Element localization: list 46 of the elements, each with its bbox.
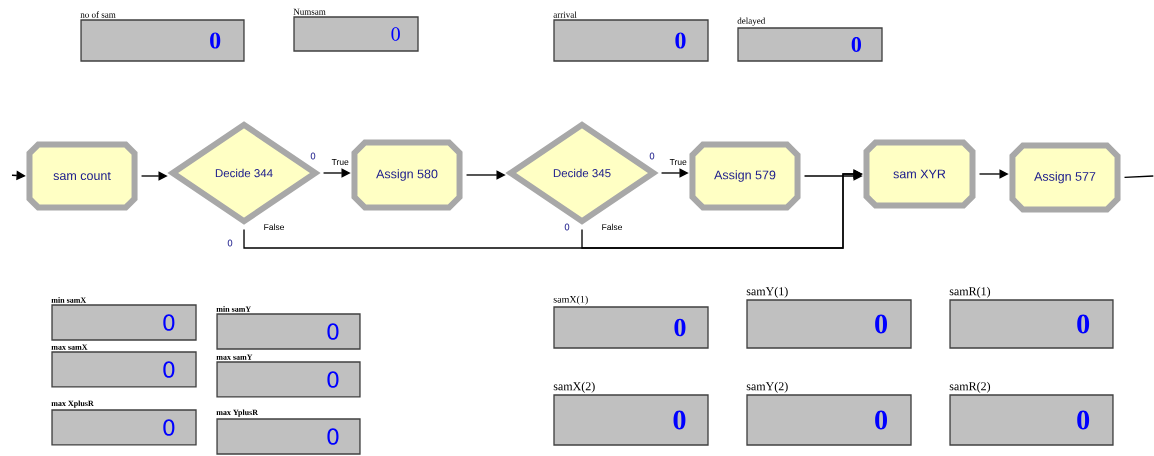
- edge-label: True: [669, 159, 687, 165]
- display-label: samX(2): [553, 381, 595, 393]
- display-label: arrival: [553, 11, 577, 18]
- display-label: min samY: [216, 306, 251, 312]
- display-label: max samY: [216, 354, 253, 360]
- value-display: 0: [216, 313, 361, 350]
- display-label: no of sam: [80, 11, 116, 18]
- value-display: 0: [293, 16, 419, 52]
- edge-label: False: [602, 223, 622, 231]
- value-display: 0: [949, 299, 1114, 349]
- value-display: 0: [51, 304, 197, 341]
- display-label: Numsam: [293, 8, 326, 15]
- display-label: max XplusR: [51, 400, 94, 408]
- display-label: samX(1): [553, 295, 588, 305]
- process-module: Assign 580: [351, 139, 463, 211]
- value-display: 0: [51, 351, 197, 388]
- display-label: max samX: [51, 344, 88, 350]
- value-display: 0: [949, 394, 1114, 446]
- value-display: 0: [51, 409, 197, 446]
- edge-label: False: [264, 223, 285, 231]
- display-label: min samX: [51, 297, 87, 303]
- value-display: 0: [80, 19, 245, 62]
- value-display: 0: [216, 361, 361, 398]
- process-module: Assign 579: [689, 141, 801, 211]
- counter-value: 0: [564, 223, 570, 231]
- counter-value: 0: [227, 239, 233, 247]
- value-display: 0: [553, 19, 709, 62]
- counter-value: 0: [310, 152, 316, 160]
- value-display: 0: [746, 299, 912, 349]
- value-display: 0: [553, 306, 709, 349]
- value-display: 0: [216, 418, 361, 455]
- process-module: sam XYR: [863, 139, 976, 209]
- value-display: 0: [553, 394, 709, 446]
- counter-value: 0: [649, 152, 655, 160]
- display-label: samR(2): [949, 381, 991, 393]
- display-label: delayed: [737, 17, 766, 26]
- display-label: samR(1): [949, 286, 991, 298]
- process-module: Assign 577: [1009, 142, 1121, 213]
- display-label: samY(1): [746, 286, 788, 298]
- connector: [1123, 175, 1154, 178]
- value-display: 0: [737, 27, 883, 62]
- display-label: samY(2): [746, 381, 788, 393]
- value-display: 0: [746, 394, 912, 446]
- display-label: max YplusR: [216, 409, 259, 417]
- edge-label: True: [331, 159, 349, 165]
- process-module: sam count: [26, 141, 138, 211]
